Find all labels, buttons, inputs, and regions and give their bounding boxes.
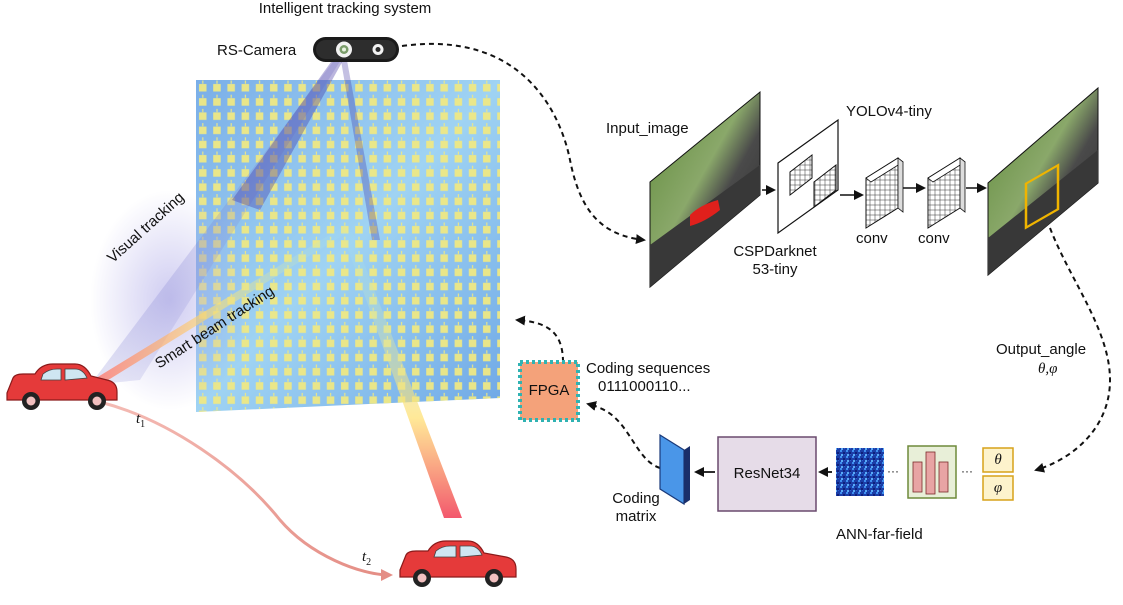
car-t2 <box>399 540 517 587</box>
detection-bounding-box <box>1024 163 1060 230</box>
ann-dots-left: ··· <box>887 464 899 478</box>
coding-matrix-plate <box>659 433 690 506</box>
input-image-label: Input_image <box>606 120 689 137</box>
phi-symbol: φ <box>993 480 1003 496</box>
output-angle-label: Output_angle <box>996 341 1087 358</box>
coding-matrix-line2: matrix <box>615 508 657 525</box>
resnet34-block <box>717 436 817 512</box>
theta-symbol: θ <box>994 452 1002 468</box>
dashed-arrows <box>401 43 1112 473</box>
output-angle-symbols: θ,φ <box>1038 361 1058 377</box>
cspdarknet-label: CSPDarknet 53-tiny <box>725 243 825 279</box>
cspdarknet-block <box>777 118 839 235</box>
angle-inputs <box>982 447 1014 501</box>
camera-label: RS-Camera <box>217 42 297 59</box>
theta-box <box>982 447 1014 473</box>
pipeline-arrows <box>762 183 987 200</box>
cspdarknet-line2: 53-tiny <box>752 261 798 278</box>
coding-sequences-line2: 0111000110... <box>598 378 691 395</box>
t1-label: t1 <box>136 410 145 434</box>
t2-label: t2 <box>362 548 371 572</box>
ann-far-field-label: ANN-far-field <box>836 526 923 543</box>
coding-sequences-line1: Coding sequences <box>586 360 711 377</box>
t2-letter: t <box>362 549 367 565</box>
car-trajectory <box>99 400 393 581</box>
car-t1 <box>6 363 118 410</box>
cspdarknet-line1: CSPDarknet <box>733 243 817 260</box>
fpga-to-metasurface-arrow <box>515 315 564 363</box>
ann-layers <box>907 445 957 499</box>
t1-subscript: 1 <box>140 419 146 430</box>
conv2-label: conv <box>918 230 950 247</box>
conv-block-1 <box>865 157 904 229</box>
far-field-pattern <box>836 448 884 496</box>
coding-sequences-label: Coding sequences 0111000110... <box>586 360 710 396</box>
diagram-title: Intelligent tracking system <box>258 0 432 17</box>
output-image <box>987 86 1099 277</box>
coding-matrix-line1: Coding <box>612 490 660 507</box>
input-image <box>649 90 761 289</box>
visual-tracking-beams <box>90 55 380 385</box>
fpga-chip <box>518 360 580 422</box>
conv-block-2 <box>927 157 966 229</box>
phi-box <box>982 475 1014 501</box>
resnet-label: ResNet34 <box>733 465 801 482</box>
conv1-label: conv <box>856 230 888 247</box>
rs-camera <box>313 37 399 62</box>
yolo-label: YOLOv4-tiny <box>846 103 932 120</box>
matrix-to-fpga-arrow <box>586 401 661 469</box>
coding-matrix-label: Coding matrix <box>606 490 666 526</box>
ann-dots-right: ··· <box>961 464 973 478</box>
smart-beam-tracking <box>88 226 462 518</box>
output-to-angle-arrow <box>1034 227 1112 473</box>
t1-letter: t <box>136 411 141 427</box>
t2-subscript: 2 <box>366 557 372 568</box>
fpga-label: FPGA <box>528 382 570 399</box>
